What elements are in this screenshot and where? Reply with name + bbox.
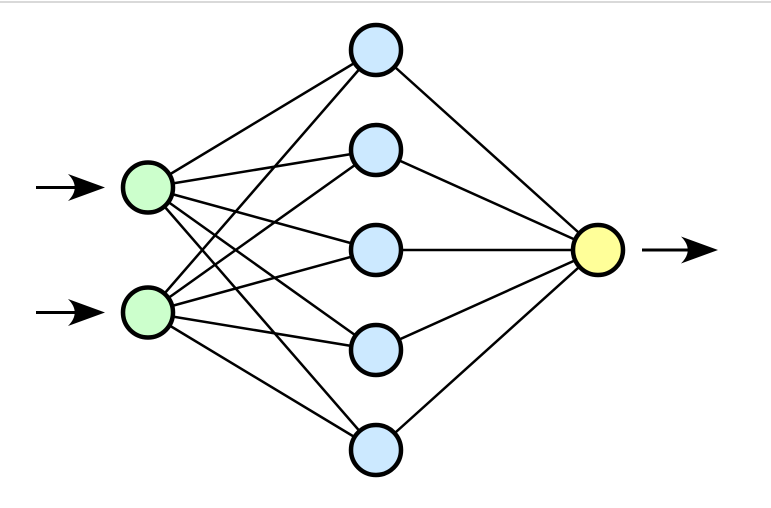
edge-input-2-hidden-3 <box>147 248 377 314</box>
input-arrow-1-icon <box>36 174 105 201</box>
edge-hidden-4-output-1 <box>375 248 599 352</box>
edge-hidden-2-output-1 <box>375 148 599 252</box>
edge-input-1-hidden-2 <box>147 148 377 189</box>
input-arrow-2-icon <box>36 299 105 326</box>
top-border-line <box>0 1 771 3</box>
node-hidden-2 <box>348 122 404 178</box>
edge-input-2-hidden-5 <box>147 311 377 452</box>
node-input-2 <box>120 285 176 340</box>
edge-input-1-hidden-1 <box>147 48 377 189</box>
node-output-1 <box>570 222 626 278</box>
node-hidden-1 <box>348 22 404 78</box>
node-hidden-3 <box>348 222 404 278</box>
edge-hidden-5-output-1 <box>375 249 599 451</box>
node-hidden-4 <box>348 322 404 378</box>
node-input-1 <box>120 160 176 215</box>
edge-input-2-hidden-4 <box>147 311 377 352</box>
node-hidden-5 <box>348 422 404 478</box>
edge-hidden-1-output-1 <box>375 49 599 251</box>
edge-input-2-hidden-1 <box>147 49 377 314</box>
edge-input-1-hidden-3 <box>147 186 377 252</box>
edge-input-1-hidden-5 <box>147 186 377 451</box>
edge-input-1-hidden-4 <box>147 186 377 352</box>
output-arrow-icon <box>642 236 718 264</box>
edge-input-2-hidden-2 <box>147 148 377 314</box>
